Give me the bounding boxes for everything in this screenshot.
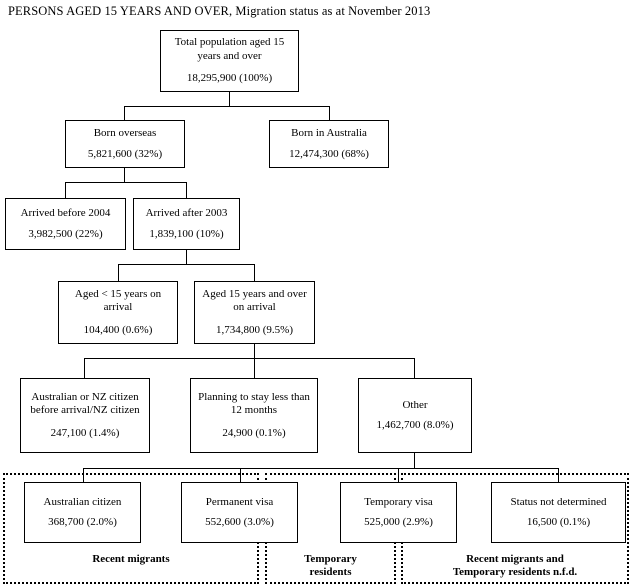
node-australian-citizen[interactable]: Australian citizen 368,700 (2.0%): [24, 482, 141, 543]
connector-to-short-stay: [254, 358, 255, 378]
connector-to-aged-over15: [254, 264, 255, 281]
node-arrived-after-2003-value: 1,839,100 (10%): [149, 227, 224, 240]
connector-other-stem: [414, 453, 415, 468]
connector-arrived-after-stem: [186, 250, 187, 264]
connector-to-permanent-visa: [240, 468, 241, 482]
node-planning-short-stay-value: 24,900 (0.1%): [222, 426, 286, 439]
connector-to-status-undetermined: [558, 468, 559, 482]
node-born-in-australia-value: 12,474,300 (68%): [289, 147, 369, 160]
connector-level4-bar: [118, 264, 255, 265]
node-planning-short-stay[interactable]: Planning to stay less than 12 months 24,…: [190, 378, 318, 453]
node-status-not-determined-label: Status not determined: [510, 495, 607, 508]
node-born-in-australia-label: Born in Australia: [291, 127, 367, 139]
connector-to-citizen-before: [84, 358, 85, 378]
node-total-population-value: 18,295,900 (100%): [186, 72, 273, 85]
node-aged-under-15-label: Aged < 15 years on arrival: [74, 287, 162, 314]
connector-aged-over15-stem: [254, 344, 255, 358]
node-permanent-visa-label: Permanent visa: [205, 495, 274, 508]
node-born-in-australia[interactable]: Born in Australia 12,474,300 (68%): [269, 120, 389, 168]
node-arrived-after-2003-label: Arrived after 2003: [145, 207, 228, 219]
node-status-not-determined-value: 16,500 (0.1%): [526, 516, 591, 528]
connector-to-arrived-after: [186, 182, 187, 198]
connector-to-aged-under15: [118, 264, 119, 281]
node-other-value: 1,462,700 (8.0%): [376, 419, 454, 431]
connector-level3-bar: [65, 182, 187, 183]
node-other[interactable]: Other 1,462,700 (8.0%): [358, 378, 472, 453]
node-permanent-visa[interactable]: Permanent visa 552,600 (3.0%): [181, 482, 298, 543]
node-born-overseas-label: Born overseas: [93, 127, 157, 139]
connector-to-other: [414, 358, 415, 378]
connector-to-temporary-visa: [398, 468, 399, 482]
connector-to-arrived-before: [65, 182, 66, 198]
node-citizen-before-arrival[interactable]: Australian or NZ citizen before arrival/…: [20, 378, 150, 453]
node-born-overseas-value: 5,821,600 (32%): [87, 147, 163, 160]
group-label-nfd: Recent migrants and Temporary residents …: [452, 553, 578, 578]
node-australian-citizen-value: 368,700 (2.0%): [48, 516, 117, 528]
connector-level6-bar: [83, 468, 559, 469]
node-arrived-before-2004[interactable]: Arrived before 2004 3,982,500 (22%): [5, 198, 126, 250]
connector-to-born-australia: [329, 106, 330, 120]
node-aged-under-15[interactable]: Aged < 15 years on arrival 104,400 (0.6%…: [58, 281, 178, 344]
node-other-label: Other: [402, 398, 428, 411]
group-label-recent-migrants: Recent migrants: [92, 553, 170, 565]
node-total-population[interactable]: Total population aged 15 years and over …: [160, 30, 299, 92]
node-arrived-before-2004-label: Arrived before 2004: [20, 207, 111, 219]
node-permanent-visa-value: 552,600 (3.0%): [205, 516, 274, 528]
chart-title: PERSONS AGED 15 YEARS AND OVER, Migratio…: [8, 4, 431, 18]
node-aged-15-and-over-label: Aged 15 years and over on arrival: [202, 287, 307, 314]
connector-to-born-overseas: [124, 106, 125, 120]
node-temporary-visa-value: 525,000 (2.9%): [364, 516, 433, 528]
node-aged-15-and-over-value: 1,734,800 (9.5%): [216, 323, 293, 336]
node-aged-15-and-over[interactable]: Aged 15 years and over on arrival 1,734,…: [194, 281, 315, 344]
node-arrived-before-2004-value: 3,982,500 (22%): [28, 227, 103, 240]
node-temporary-visa-label: Temporary visa: [364, 495, 433, 508]
node-total-population-label: Total population aged 15 years and over: [174, 36, 285, 62]
node-citizen-before-arrival-value: 247,100 (1.4%): [50, 426, 120, 439]
node-planning-short-stay-label: Planning to stay less than 12 months: [198, 390, 310, 417]
connector-born-overseas-stem: [124, 168, 125, 182]
group-label-temporary-residents: Temporary residents: [304, 553, 357, 578]
node-australian-citizen-label: Australian citizen: [43, 495, 122, 508]
node-aged-under-15-value: 104,400 (0.6%): [83, 323, 153, 336]
node-temporary-visa[interactable]: Temporary visa 525,000 (2.9%): [340, 482, 457, 543]
node-born-overseas[interactable]: Born overseas 5,821,600 (32%): [65, 120, 185, 168]
node-arrived-after-2003[interactable]: Arrived after 2003 1,839,100 (10%): [133, 198, 240, 250]
connector-total-stem: [229, 92, 230, 106]
connector-to-aus-citizen: [83, 468, 84, 482]
connector-level2-bar: [124, 106, 330, 107]
node-citizen-before-arrival-label: Australian or NZ citizen before arrival/…: [30, 390, 140, 417]
node-status-not-determined[interactable]: Status not determined 16,500 (0.1%): [491, 482, 626, 543]
connector-level5-bar: [84, 358, 415, 359]
